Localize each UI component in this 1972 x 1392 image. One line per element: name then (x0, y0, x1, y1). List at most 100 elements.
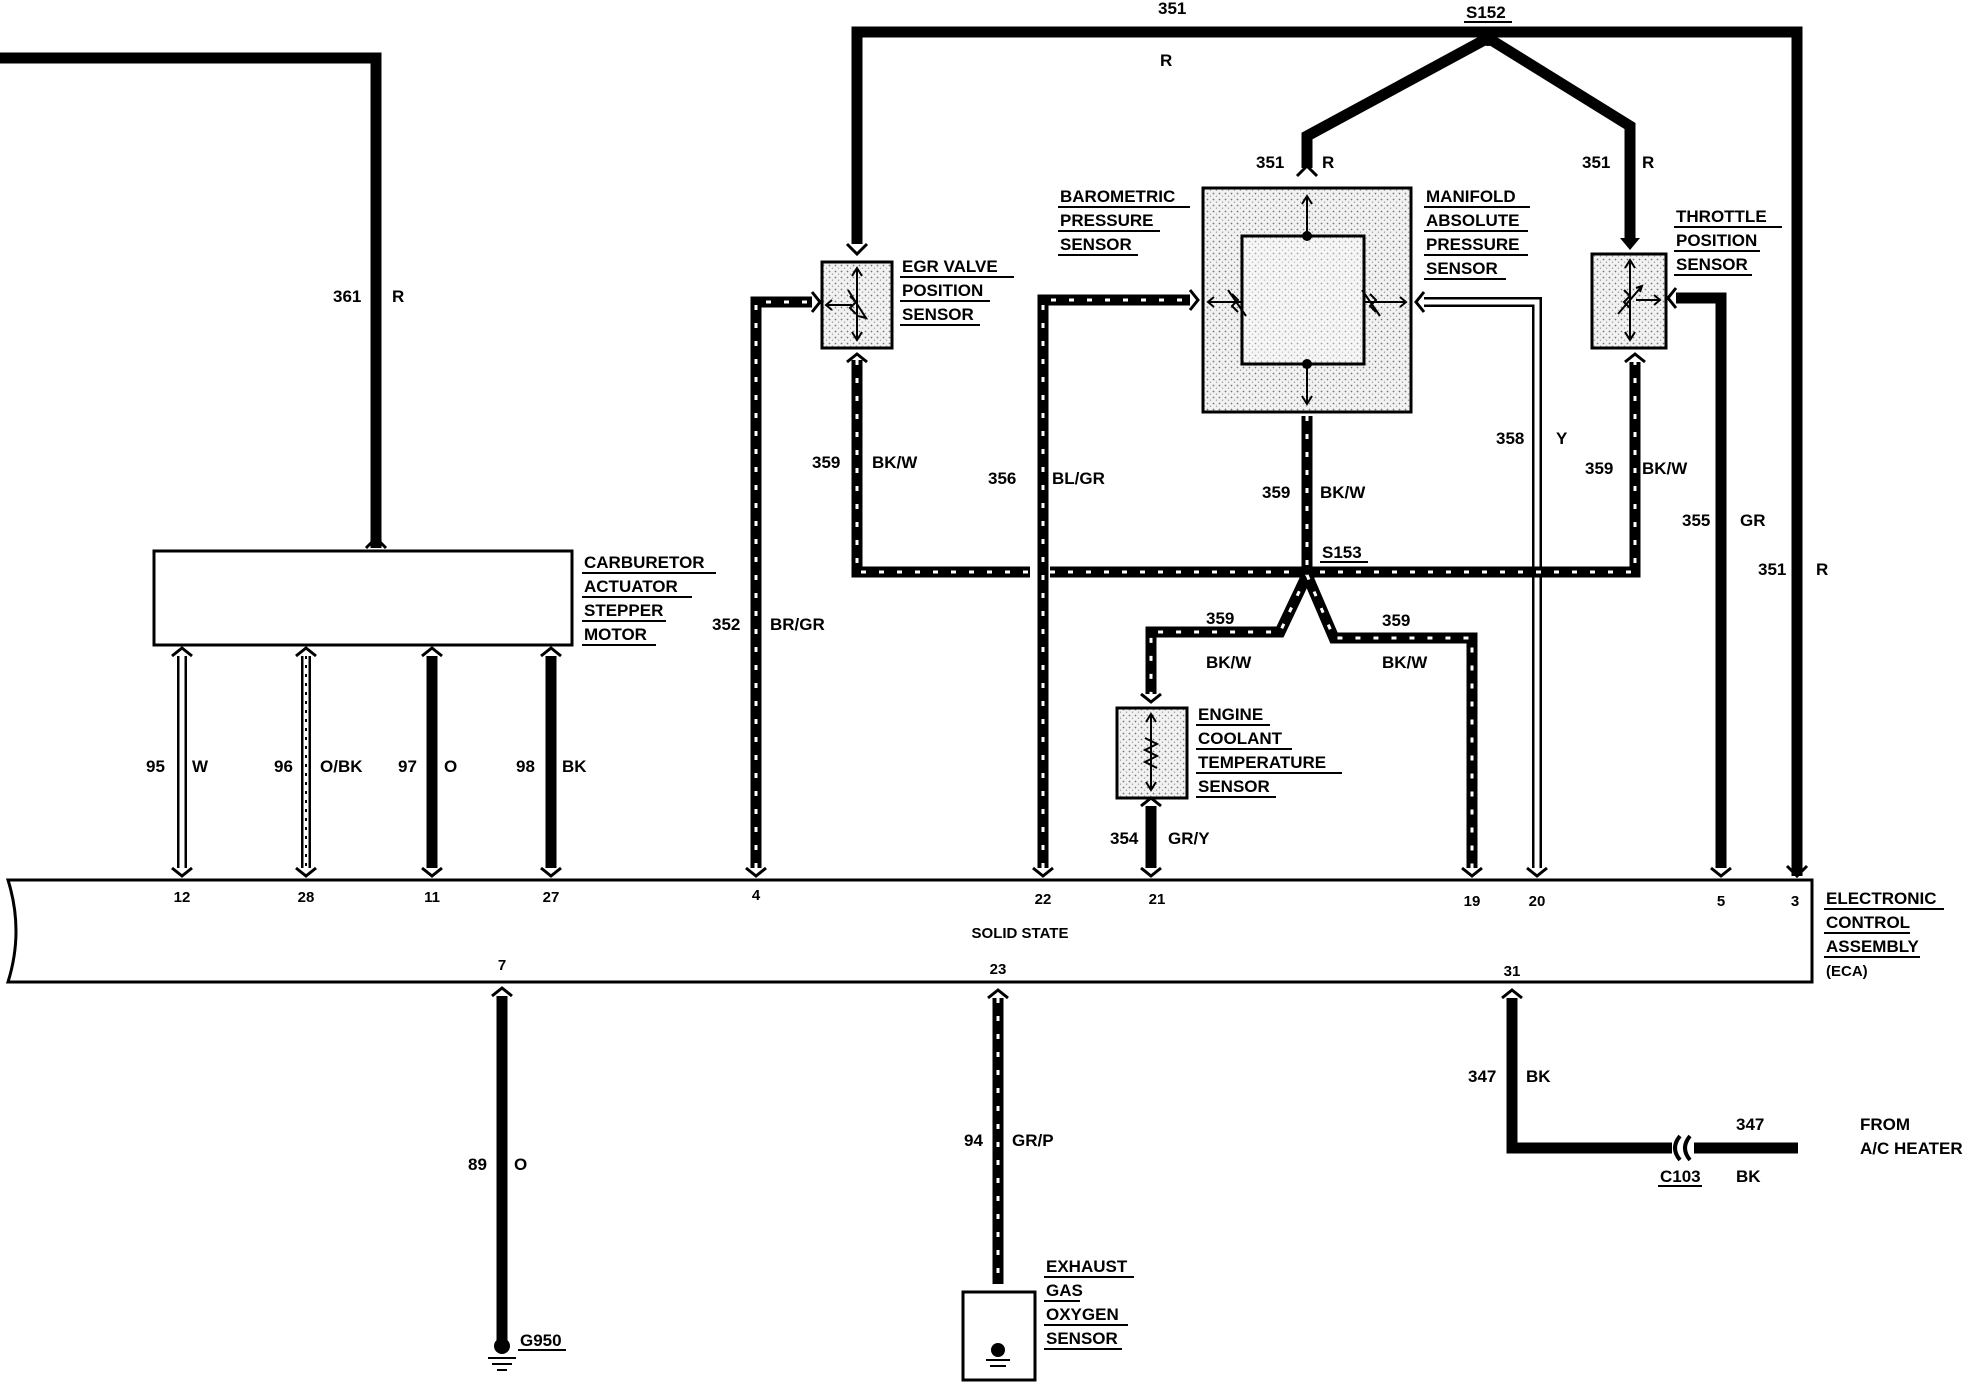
ecu-label-line-2: CONTROL (1826, 913, 1910, 932)
wire-358-number: 358 (1496, 429, 1524, 448)
oxygen-label-line-4: SENSOR (1046, 1329, 1118, 1348)
wire-359-left-color: BK/W (1206, 653, 1252, 672)
pin-3: 3 (1791, 893, 1799, 910)
baro-label-line-1: BAROMETRIC (1060, 187, 1175, 206)
wire-352-color: BR/GR (770, 615, 825, 634)
pin-7: 7 (498, 957, 506, 974)
wire-356-number: 356 (988, 469, 1016, 488)
wire-358: 358 Y (1414, 291, 1568, 878)
throttle-label-line-3: SENSOR (1676, 255, 1748, 274)
wire-359-left-branch: 359 BK/W (1140, 572, 1312, 704)
wire-359-tps-color: BK/W (1642, 459, 1688, 478)
carburetor-label-line-3: STEPPER (584, 601, 663, 620)
ecu-abbr-label: (ECA) (1826, 963, 1868, 980)
pin-31: 31 (1504, 963, 1521, 980)
wire-351-map-color: R (1322, 153, 1334, 172)
wire-355-color: GR (1740, 511, 1766, 530)
wire-98-color: BK (562, 757, 587, 776)
throttle-position-sensor: THROTTLE POSITION SENSOR (1590, 207, 1782, 350)
wire-347-ac: 347 BK (1694, 1115, 1798, 1186)
wire-351-right-color: R (1816, 560, 1828, 579)
carburetor-label-line-4: MOTOR (584, 625, 647, 644)
wire-352-number: 352 (712, 615, 740, 634)
wire-359-egr: 359 BK/W (812, 352, 1030, 578)
wire-94-color: GR/P (1012, 1131, 1054, 1150)
electronic-control-assembly: SOLID STATE (5, 878, 1814, 984)
ecu-center-label: SOLID STATE (972, 925, 1069, 942)
pin-27: 27 (543, 889, 560, 906)
coolant-label-line-2: COOLANT (1198, 729, 1283, 748)
ecu-pin-labels: 12 28 11 27 4 22 21 19 20 5 3 7 23 31 (174, 887, 1800, 980)
wire-355-number: 355 (1682, 511, 1710, 530)
wire-94: 94 GR/P (964, 988, 1054, 1284)
wire-358-color: Y (1556, 429, 1568, 448)
pin-21: 21 (1149, 891, 1166, 908)
wire-96-color: O/BK (320, 757, 363, 776)
wire-89: 89 O (468, 986, 527, 1344)
throttle-label-line-1: THROTTLE (1676, 207, 1767, 226)
pin-22: 22 (1035, 891, 1052, 908)
wire-351-right-number: 351 (1758, 560, 1786, 579)
map-label-line-1: MANIFOLD (1426, 187, 1516, 206)
wire-96-number: 96 (274, 757, 293, 776)
pin-20: 20 (1529, 893, 1546, 910)
wire-354-color: GR/Y (1168, 829, 1210, 848)
egr-label-line-1: EGR VALVE (902, 257, 998, 276)
carburetor-actuator-stepper-motor: CARBURETOR ACTUATOR STEPPER MOTOR (152, 549, 716, 647)
ground-g950-label: G950 (520, 1331, 562, 1350)
wire-351-map-number: 351 (1256, 153, 1284, 172)
map-label: MANIFOLD ABSOLUTE PRESSURE SENSOR (1424, 187, 1530, 280)
map-label-line-3: PRESSURE (1426, 235, 1520, 254)
ecu-label-line-1: ELECTRONIC (1826, 889, 1937, 908)
wire-351-tps-number: 351 (1582, 153, 1610, 172)
wire-355: 355 GR (1666, 287, 1766, 878)
coolant-label-line-3: TEMPERATURE (1198, 753, 1326, 772)
wire-95-color: W (192, 757, 209, 776)
ground-g950: G950 (488, 1331, 566, 1371)
wire-97-color: O (444, 757, 457, 776)
pin-5: 5 (1717, 893, 1725, 910)
wire-347-ac-color: BK (1736, 1167, 1761, 1186)
coolant-label-line-1: ENGINE (1198, 705, 1263, 724)
exhaust-gas-oxygen-sensor: EXHAUST GAS OXYGEN SENSOR (961, 1257, 1134, 1382)
oxygen-label-line-3: OXYGEN (1046, 1305, 1119, 1324)
baro-label-line-2: PRESSURE (1060, 211, 1154, 230)
connector-c103: C103 (1658, 1134, 1702, 1187)
wire-359-map-number: 359 (1262, 483, 1290, 502)
baro-label-line-3: SENSOR (1060, 235, 1132, 254)
wire-356-color: BL/GR (1052, 469, 1105, 488)
wire-361-number: 361 (333, 287, 361, 306)
wire-359-right-number: 359 (1382, 611, 1410, 630)
wire-347-ac-number: 347 (1736, 1115, 1764, 1134)
wire-347-ecu: 347 BK (1468, 988, 1672, 1154)
wire-352: 352 BR/GR (712, 291, 825, 878)
wire-361-color: R (392, 287, 404, 306)
baro-label: BAROMETRIC PRESSURE SENSOR (1058, 187, 1190, 256)
map-baro-sensor (1201, 186, 1413, 414)
wire-347-ecu-number: 347 (1468, 1067, 1496, 1086)
egr-valve-position-sensor: EGR VALVE POSITION SENSOR (820, 257, 1014, 350)
egr-label-line-3: SENSOR (902, 305, 974, 324)
wire-359-tps-number: 359 (1585, 459, 1613, 478)
map-label-line-2: ABSOLUTE (1426, 211, 1520, 230)
oxygen-label-line-2: GAS (1046, 1281, 1083, 1300)
from-ac-heater-label: FROM A/C HEATER (1860, 1115, 1963, 1158)
wire-98: 98 BK (516, 646, 587, 878)
from-label-line-1: FROM (1860, 1115, 1910, 1134)
pin-11: 11 (424, 889, 440, 906)
wire-359-egr-number: 359 (812, 453, 840, 472)
egr-label-line-2: POSITION (902, 281, 983, 300)
wire-95: 95 W (146, 646, 209, 878)
wire-359-bus: 359 BK/W (1050, 352, 1688, 578)
wire-359-map-color: BK/W (1320, 483, 1366, 502)
wire-354-number: 354 (1110, 829, 1139, 848)
carburetor-label-line-2: ACTUATOR (584, 577, 678, 596)
wire-351-map: 351 R (1256, 33, 1491, 178)
ecu-label-line-3: ASSEMBLY (1826, 937, 1920, 956)
wire-351-top-color: R (1160, 51, 1172, 70)
wire-359-map: 359 BK/W (1262, 416, 1366, 572)
pin-28: 28 (298, 889, 315, 906)
throttle-label-line-2: POSITION (1676, 231, 1757, 250)
wire-89-number: 89 (468, 1155, 487, 1174)
wire-97: 97 O (398, 646, 457, 878)
